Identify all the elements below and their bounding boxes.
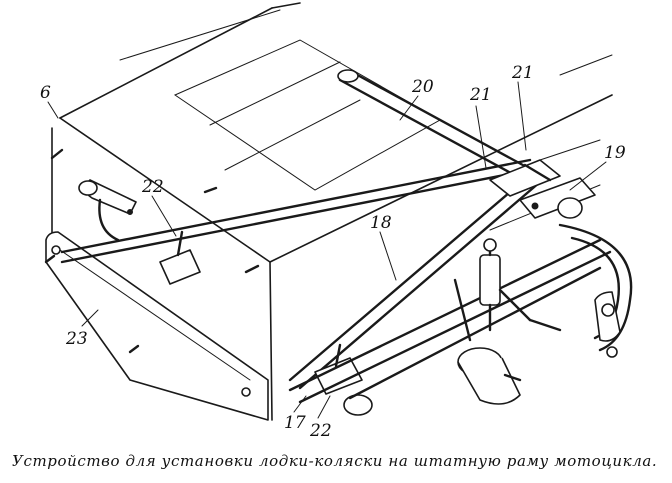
callout-18: 18	[370, 213, 392, 233]
callout-22-lower: 22	[309, 421, 332, 441]
callout-17: 17	[284, 413, 306, 433]
clamp-assembly	[489, 159, 596, 219]
bracket-22-lower	[314, 343, 363, 395]
tube-20	[337, 69, 534, 180]
callout-leaders	[47, 81, 607, 419]
frame-rail-17	[288, 238, 612, 416]
callout-22-upper: 22	[141, 177, 164, 197]
callout-6: 6	[40, 83, 51, 103]
bracket-22-upper	[159, 230, 201, 285]
motorcycle-frame	[453, 223, 633, 405]
figure-caption: Устройство для установки лодки-коляски н…	[12, 452, 658, 470]
transom-panel	[45, 231, 269, 421]
callout-21-right: 21	[511, 63, 534, 83]
hull-markers	[44, 148, 260, 354]
rear-fitting	[78, 179, 137, 242]
callout-labels: 6 20 21 21 19 22 18 23 17 22	[40, 63, 626, 441]
callout-21-left: 21	[469, 85, 492, 105]
callout-20: 20	[411, 77, 434, 97]
callout-23: 23	[65, 329, 88, 349]
brace-tube-18	[60, 158, 542, 390]
callout-19: 19	[604, 143, 626, 163]
